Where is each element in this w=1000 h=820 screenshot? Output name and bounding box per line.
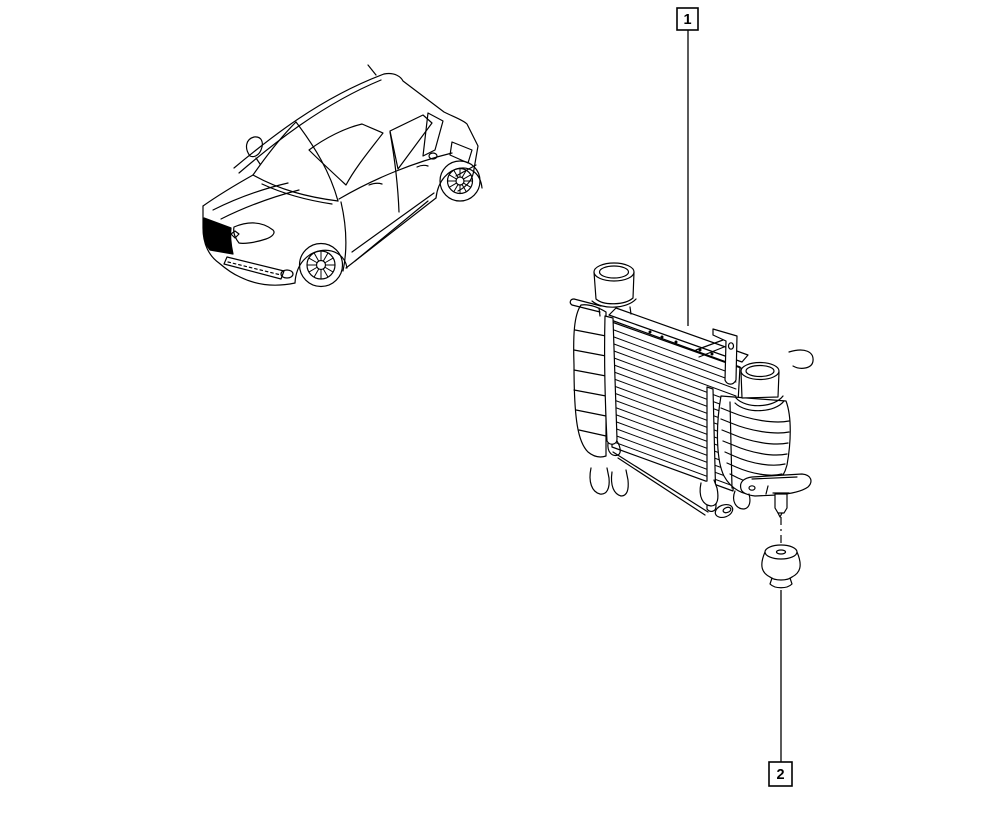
callout-2-label: 2 xyxy=(776,767,784,783)
car-logo xyxy=(230,230,240,239)
car-front-wheel xyxy=(298,242,344,288)
car-headlight xyxy=(233,222,275,244)
car-fog-lamp xyxy=(280,269,294,279)
intercooler-core-fins xyxy=(613,329,737,488)
car-fuel-door xyxy=(428,152,438,160)
intercooler-left-port xyxy=(591,262,637,317)
car-rear-wheel xyxy=(439,160,481,202)
car-rear-lamp xyxy=(449,141,473,164)
callout-2[interactable]: 2 xyxy=(768,517,793,787)
intercooler-bottom-bracket xyxy=(732,473,812,518)
callout-1-box[interactable] xyxy=(676,7,699,31)
intercooler-right-port xyxy=(734,361,785,412)
callout-2-box[interactable] xyxy=(768,761,793,787)
car-grille xyxy=(202,217,234,255)
callout-1-label: 1 xyxy=(683,12,691,28)
car-rear-window xyxy=(389,114,433,170)
car-front-window xyxy=(308,123,384,186)
intercooler-right-tank xyxy=(716,395,791,495)
callout-1[interactable]: 1 xyxy=(676,7,699,326)
vehicle-illustration xyxy=(202,64,483,288)
intercooler-feet xyxy=(699,479,719,507)
intercooler-left-pipe xyxy=(569,298,602,313)
car-windshield xyxy=(252,121,297,176)
intercooler-left-tank xyxy=(573,304,629,497)
car-mirror xyxy=(245,136,263,158)
car-quarter-window xyxy=(422,112,444,157)
bracket-pin xyxy=(774,493,788,514)
intercooler-top-bracket xyxy=(695,328,814,385)
car-roofline xyxy=(233,73,385,169)
car-antenna xyxy=(367,64,377,76)
intercooler-illustration xyxy=(569,262,814,519)
grommet-illustration xyxy=(761,544,801,589)
